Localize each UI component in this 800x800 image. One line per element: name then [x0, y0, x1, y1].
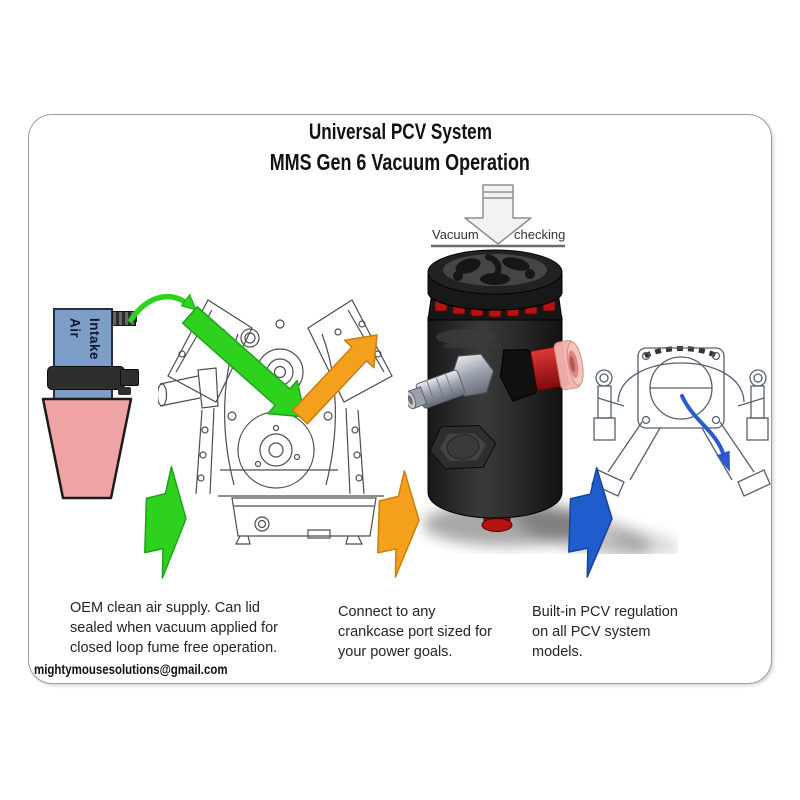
vacuum-down-arrow-icon — [464, 184, 532, 245]
air-supply-curved-arrow — [128, 293, 197, 323]
vacuum-label-right: checking — [514, 227, 565, 242]
engine-inflow-arrow-green — [181, 306, 306, 418]
diagram-panel — [28, 114, 772, 684]
page-title-text: Universal PCV System — [308, 119, 492, 144]
can-outlet-fitting-red — [499, 339, 584, 402]
intake-filter-funnel — [41, 397, 133, 500]
vacuum-label-left: Vacuum — [432, 227, 479, 242]
manifold-line-art — [591, 346, 771, 497]
air-intake-label: Air Intake — [67, 318, 103, 361]
vacuum-flow-arrow: Vacuum checking — [431, 184, 565, 248]
caption-pcv: Built-in PCV regulation on all PCV syste… — [532, 604, 678, 660]
manifold-illustration — [591, 346, 771, 497]
flow-step-arrow-blue — [568, 467, 613, 578]
engine-outflow-arrow-orange — [291, 334, 378, 425]
engine-illustration — [158, 299, 393, 545]
intake-clamp-tab-lower — [118, 387, 131, 395]
can-lid — [427, 249, 563, 311]
page-subtitle-text: MMS Gen 6 Vacuum Operation — [269, 149, 531, 175]
catch-can-illustration — [408, 249, 678, 554]
can-logo-mark — [436, 329, 496, 345]
flow-step-arrow-green — [144, 466, 187, 579]
caption-crankcase: Connect to any crankcase port sized for … — [338, 604, 492, 660]
can-drain-plug — [429, 425, 497, 470]
page-subtitle: MMS Gen 6 Vacuum Operation — [0, 149, 800, 176]
intake-clamp-tab — [120, 369, 139, 386]
flow-step-arrow-orange — [377, 470, 420, 578]
caption-oem-air: OEM clean air supply. Can lid sealed whe… — [70, 600, 278, 656]
page-title: Universal PCV System — [0, 119, 800, 145]
manifold-flow-arrow-blue — [680, 394, 730, 472]
can-inlet-fitting-silver — [408, 353, 495, 410]
contact-email: mightymousesolutions@gmail.com — [34, 662, 228, 677]
intake-clamp — [47, 366, 125, 390]
engine-line-art — [158, 299, 393, 545]
